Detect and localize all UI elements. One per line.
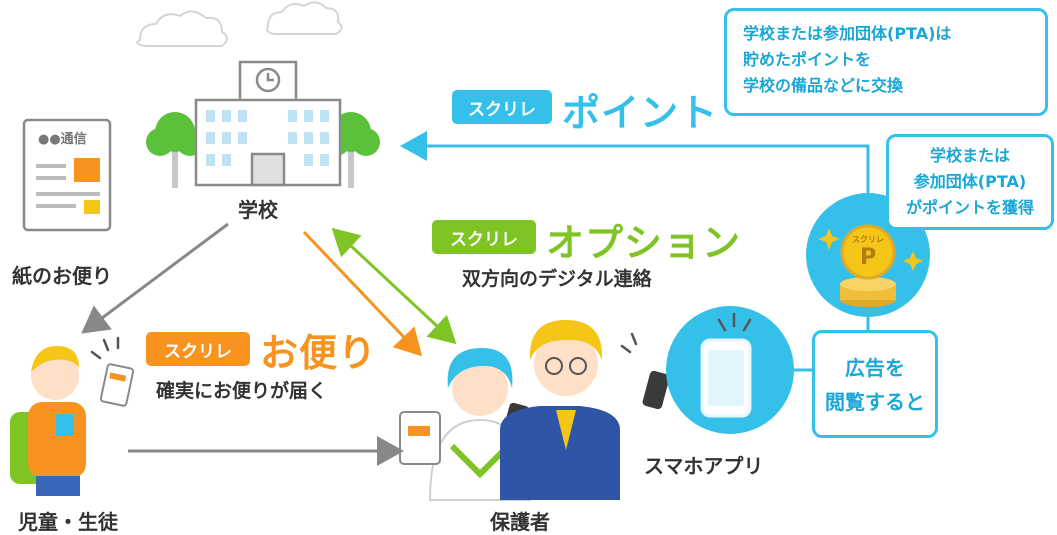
student-label: 児童・生徒: [18, 510, 118, 534]
callout-ad-line: 広告を: [845, 356, 905, 380]
callout-acquire-line: がポイントを獲得: [905, 198, 1034, 217]
paper-letter-label: 紙のお便り: [12, 264, 112, 288]
arrow-school-to-student: [81, 222, 229, 334]
cloud-icon: [136, 1, 343, 47]
callout-ad: 広告を 閲覧すると: [812, 330, 938, 438]
callout-exchange-line: 貯めたポイントを: [743, 50, 872, 69]
callout-exchange-line: 学校の備品などに交換: [743, 76, 904, 95]
letter-service-desc: 確実にお便りが届く: [156, 380, 328, 402]
arrow-option: [331, 227, 457, 345]
student-illustration: [10, 346, 135, 496]
option-service-title: オプション: [546, 221, 742, 265]
newsletter-paper-icon: [22, 118, 112, 232]
callout-exchange-line: 学校または参加団体(PTA)は: [743, 24, 952, 43]
guardian-illustration: [399, 320, 670, 501]
callout-exchange: 学校または参加団体(PTA)は 貯めたポイントを 学校の備品などに交換: [724, 8, 1048, 116]
coin-label: スクリレ: [852, 234, 884, 244]
brand-tag-letter: スクリレ: [146, 332, 250, 366]
guardian-label: 保護者: [490, 510, 550, 534]
brand-tag-point: スクリレ: [452, 90, 552, 124]
newsletter-header: ●●通信: [38, 132, 87, 147]
sparkle-lines: [90, 312, 752, 360]
school-building-icon: [194, 60, 342, 187]
smartphone-app-label: スマホアプリ: [644, 454, 764, 478]
callout-acquire-line: 学校または: [929, 146, 1010, 165]
callout-acquire: 学校または 参加団体(PTA) がポイントを獲得: [886, 134, 1054, 230]
callout-acquire-line: 参加団体(PTA): [913, 172, 1027, 191]
point-service-title: ポイント: [562, 91, 719, 135]
arrow-point: [400, 131, 870, 193]
option-service-desc: 双方向のデジタル連絡: [462, 268, 652, 290]
letter-service-title: お便り: [260, 331, 378, 375]
coin-letter: P: [860, 245, 876, 270]
callout-ad-line: 閲覧すると: [825, 390, 925, 414]
brand-tag-option: スクリレ: [432, 220, 536, 254]
school-label: 学校: [238, 198, 278, 222]
smartphone-app-icon: [666, 306, 794, 434]
